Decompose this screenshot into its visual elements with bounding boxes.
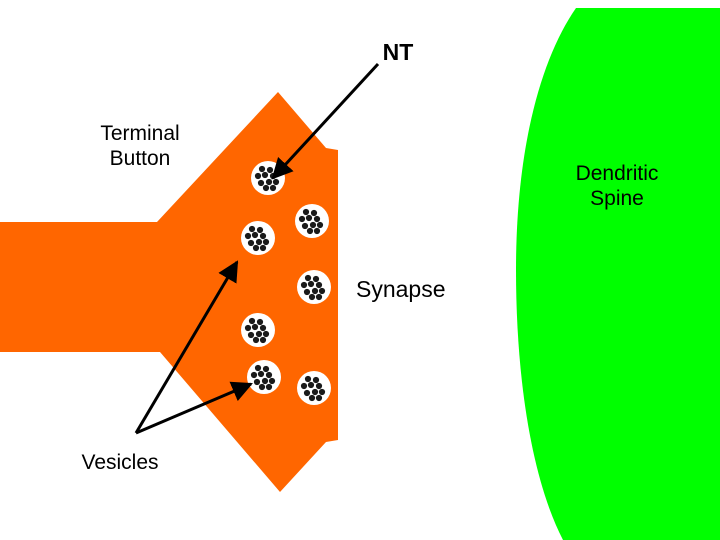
neurotransmitter-dot <box>266 166 274 174</box>
neurotransmitter-dot <box>308 293 316 301</box>
neurotransmitter-dot <box>302 208 310 216</box>
neurotransmitter-dot <box>265 371 273 379</box>
neurotransmitter-dot <box>316 221 324 229</box>
neurotransmitter-dot <box>259 244 267 252</box>
neurotransmitter-dot <box>313 215 321 223</box>
neurotransmitter-dot <box>247 239 255 247</box>
neurotransmitter-dot <box>261 377 269 385</box>
neurotransmitter-dot <box>248 317 256 325</box>
neurotransmitter-dot <box>309 221 317 229</box>
vesicle <box>297 270 331 304</box>
neurotransmitter-dot <box>254 364 262 372</box>
neurotransmitter-dot <box>257 179 265 187</box>
dendritic-spine-label-line-1: Dendritic <box>575 162 659 185</box>
neurotransmitter-dot <box>257 370 265 378</box>
neurotransmitter-dot <box>256 318 264 326</box>
neurotransmitter-dot <box>247 331 255 339</box>
neurotransmitter-dot <box>269 184 277 192</box>
vesicle <box>241 313 275 347</box>
neurotransmitter-dot <box>318 388 326 396</box>
terminal-button-label: Terminal Button <box>80 121 200 171</box>
neurotransmitter-dot <box>265 178 273 186</box>
neurotransmitter-dot <box>262 184 270 192</box>
neurotransmitter-dot <box>251 323 259 331</box>
neurotransmitter-dot <box>306 227 314 235</box>
neurotransmitter-dot <box>311 287 319 295</box>
synapse-label: Synapse <box>356 276 446 302</box>
neurotransmitter-dot <box>312 275 320 283</box>
dendritic-spine-label-line-2: Spine <box>590 187 644 210</box>
neurotransmitter-dot <box>300 281 308 289</box>
dendritic-spine-label: Dendritic Spine <box>552 161 682 211</box>
neurotransmitter-dot <box>258 165 266 173</box>
neurotransmitter-dot <box>259 336 267 344</box>
neurotransmitter-dot <box>244 232 252 240</box>
neurotransmitter-dot <box>303 389 311 397</box>
neurotransmitter-dot <box>318 287 326 295</box>
neurotransmitter-dot <box>251 231 259 239</box>
neurotransmitter-dot <box>254 172 262 180</box>
neurotransmitter-dot <box>256 226 264 234</box>
vesicles-arrow-upper <box>134 260 239 434</box>
neurotransmitter-dot <box>307 381 315 389</box>
neurotransmitter-dot <box>304 375 312 383</box>
neurotransmitter-dot <box>252 336 260 344</box>
neurotransmitter-dot <box>261 171 269 179</box>
neurotransmitter-dot <box>253 378 261 386</box>
neurotransmitter-dot <box>252 244 260 252</box>
vesicles-arrow-lower <box>135 381 253 435</box>
neurotransmitter-dot <box>303 288 311 296</box>
vesicle <box>295 204 329 238</box>
neurotransmitter-dot <box>315 281 323 289</box>
nt-arrow <box>271 62 380 180</box>
vesicles-label: Vesicles <box>81 451 159 474</box>
neurotransmitter-dot <box>262 330 270 338</box>
vesicle <box>247 360 281 394</box>
neurotransmitter-dot <box>315 382 323 390</box>
neurotransmitter-dot <box>272 178 280 186</box>
terminal-button <box>0 92 338 492</box>
neurotransmitter-dot <box>307 280 315 288</box>
neurotransmitter-dot <box>259 324 267 332</box>
neurotransmitter-dot <box>248 225 256 233</box>
neurotransmitter-dot <box>262 238 270 246</box>
neurotransmitter-dot <box>310 209 318 217</box>
neurotransmitter-dot <box>250 371 258 379</box>
vesicle <box>251 161 285 195</box>
terminal-button-label-line-2: Button <box>109 147 171 170</box>
vesicle <box>297 371 331 405</box>
neurotransmitter-dot <box>265 383 273 391</box>
neurotransmitter-dot <box>304 274 312 282</box>
neurotransmitter-dot <box>255 238 263 246</box>
neurotransmitter-dot <box>301 222 309 230</box>
neurotransmitter-dot <box>311 388 319 396</box>
nt-label: NT <box>382 39 414 65</box>
neurotransmitter-dot <box>268 377 276 385</box>
neurotransmitter-dot <box>244 324 252 332</box>
neurotransmitter-dot <box>313 227 321 235</box>
neurotransmitter-dot <box>258 383 266 391</box>
dendritic-spine <box>516 8 720 540</box>
neurotransmitter-dot <box>305 214 313 222</box>
neurotransmitter-dot <box>259 232 267 240</box>
terminal-button-label-line-1: Terminal <box>100 122 180 145</box>
neurotransmitter-dot <box>315 293 323 301</box>
neurotransmitter-dot <box>312 376 320 384</box>
neurotransmitter-dot <box>262 365 270 373</box>
neurotransmitter-dot <box>300 382 308 390</box>
vesicle <box>241 221 275 255</box>
neurotransmitter-dot <box>298 215 306 223</box>
neurotransmitter-dot <box>315 394 323 402</box>
neurotransmitter-dot <box>255 330 263 338</box>
neurotransmitter-dot <box>308 394 316 402</box>
